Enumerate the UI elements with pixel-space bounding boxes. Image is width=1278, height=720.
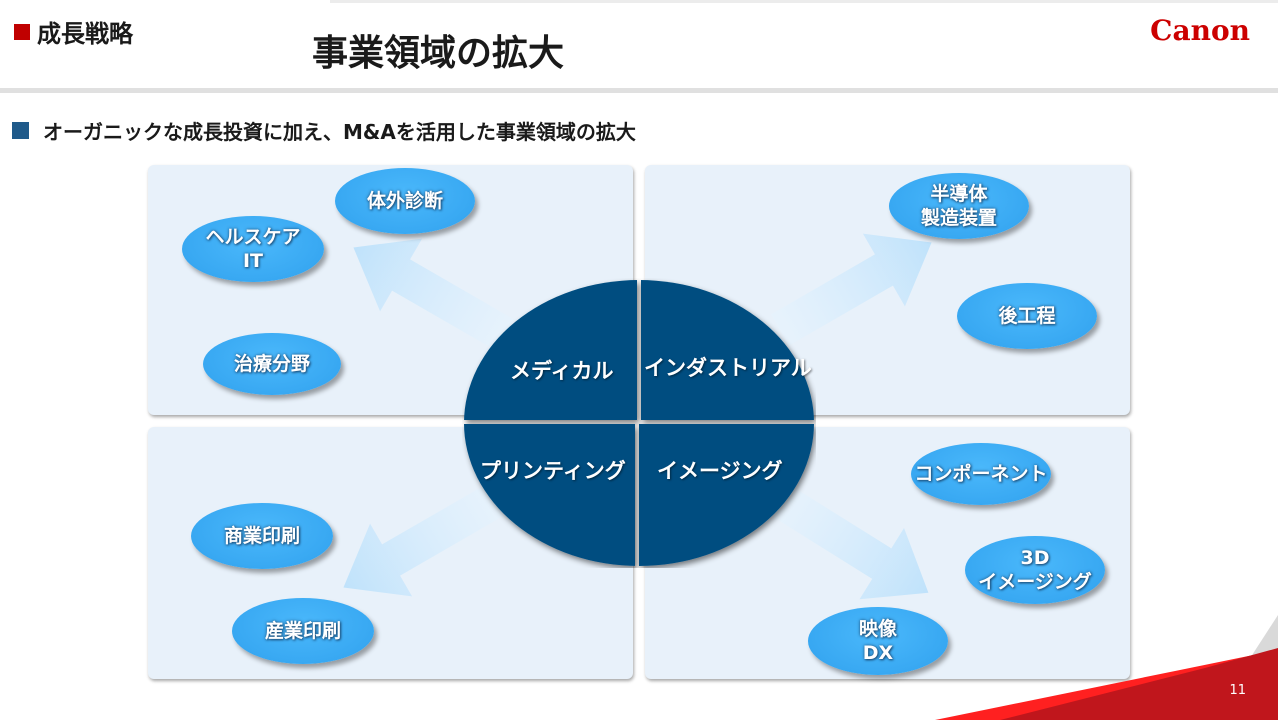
bubble-therapy: 治療分野 xyxy=(203,333,341,395)
bubble-back-end-process: 後工程 xyxy=(957,283,1097,349)
red-square-icon xyxy=(14,23,30,40)
quadrant-label-imaging: イメージング xyxy=(657,459,783,483)
quadrant-label-medical: メディカル xyxy=(510,359,614,383)
bubble-industrial-printing: 産業印刷 xyxy=(232,598,374,664)
bubble-text: 3D xyxy=(1020,547,1050,569)
bubble-text: IT xyxy=(242,250,263,272)
bubble-text: 産業印刷 xyxy=(264,620,341,642)
bubble-components: コンポーネント xyxy=(911,443,1051,505)
bubble-text: ヘルスケア xyxy=(205,226,301,248)
quadrant-label-industrial: インダストリアル xyxy=(644,356,812,380)
bubble-video-dx: 映像 DX xyxy=(808,607,948,675)
bubble-healthcare-it: ヘルスケア IT xyxy=(182,216,324,282)
bubble-commercial-printing: 商業印刷 xyxy=(191,503,333,569)
bubble-3d-imaging: 3D イメージング xyxy=(965,536,1105,604)
page-title: 事業領域の拡大 xyxy=(312,33,565,74)
bubble-text: 映像 xyxy=(858,618,897,640)
subtitle: オーガニックな成長投資に加え、M&Aを活用した事業領域の拡大 xyxy=(12,116,636,145)
bubble-text: 体外診断 xyxy=(366,190,443,212)
bubble-semiconductor-equipment: 半導体 製造装置 xyxy=(889,173,1029,239)
section-label-text: 成長戦略 xyxy=(37,20,133,48)
quadrant-label-printing: プリンティング xyxy=(480,459,626,483)
bubble-text: 後工程 xyxy=(998,305,1056,327)
page-number: 11 xyxy=(1229,683,1246,698)
bubble-text: DX xyxy=(862,642,894,664)
bubble-text: 半導体 xyxy=(930,183,988,205)
bubble-ivd: 体外診断 xyxy=(335,168,475,234)
bubble-text: コンポーネント xyxy=(914,463,1048,485)
bubble-text: イメージング xyxy=(978,571,1092,593)
canon-logo: Canon xyxy=(1150,14,1250,47)
bubble-text: 治療分野 xyxy=(233,353,310,375)
bubble-text: 製造装置 xyxy=(920,207,997,229)
section-label: 成長戦略 xyxy=(14,14,133,49)
subtitle-text: オーガニックな成長投資に加え、M&Aを活用した事業領域の拡大 xyxy=(43,120,636,144)
core-business-ellipse: メディカル インダストリアル プリンティング イメージング xyxy=(462,278,816,568)
blue-square-bullet-icon xyxy=(12,122,29,139)
header-divider xyxy=(0,88,1278,93)
top-decor-strip xyxy=(330,0,1278,3)
bubble-text: 商業印刷 xyxy=(223,525,300,547)
